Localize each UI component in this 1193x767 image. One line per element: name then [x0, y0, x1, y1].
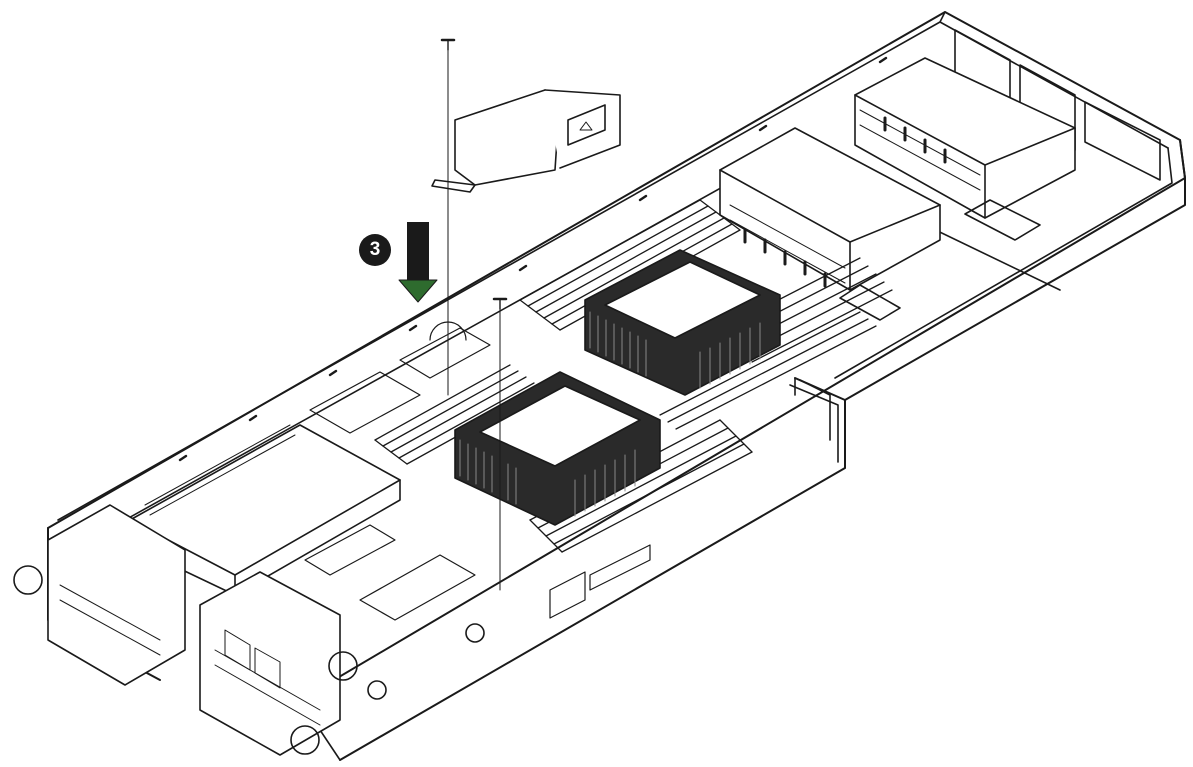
chassis-tray	[47, 11, 1186, 761]
front-io-panel	[13, 504, 485, 756]
cpu-heatsink-1: 2 4	[584, 249, 781, 396]
motherboard-components	[304, 321, 651, 621]
down-arrow-icon	[398, 222, 438, 303]
handle-right	[290, 725, 320, 755]
handle-left	[13, 565, 43, 595]
power-supply-lower	[719, 127, 1041, 321]
dimm-slots-upper	[519, 199, 893, 363]
power-supply-upper	[854, 57, 1076, 219]
screw-icon	[492, 297, 508, 591]
cpu-heatsink-2: 3 1	[454, 371, 661, 526]
step-number-icon: 3	[359, 234, 391, 266]
screw-icon	[440, 38, 456, 396]
shroud-bracket	[431, 89, 621, 193]
